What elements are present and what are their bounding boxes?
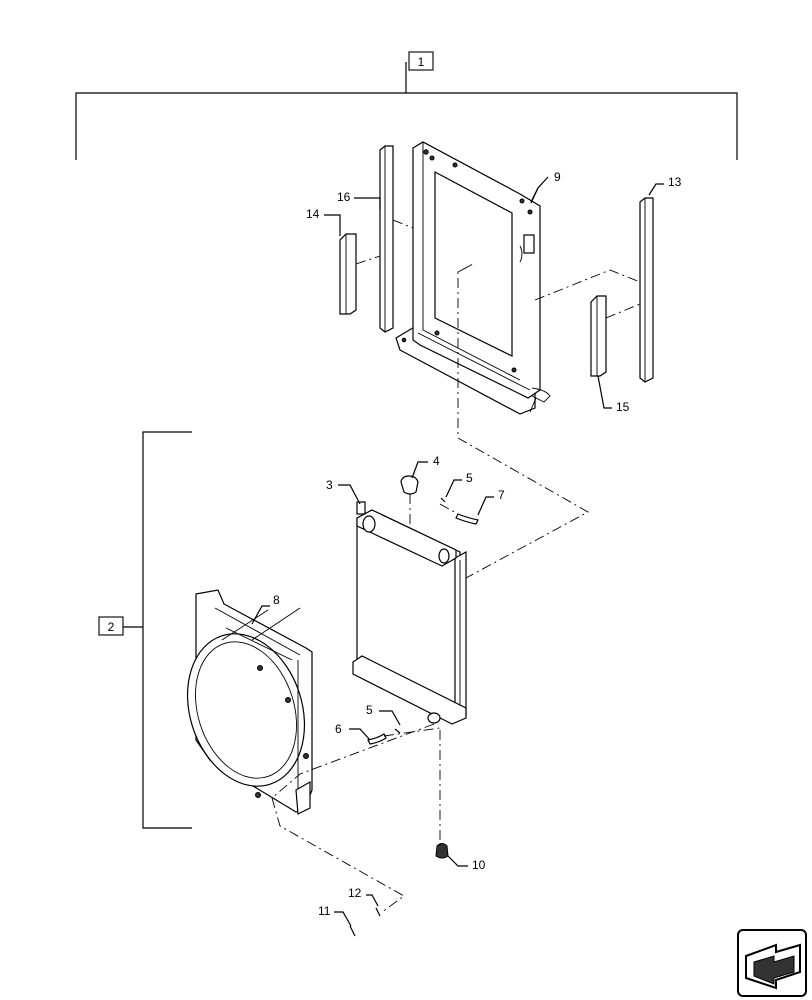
fan-shroud-part-8 — [186, 589, 313, 815]
assembly-2-bracket: 2 — [98, 431, 192, 829]
assembly-2-label-box — [98, 616, 124, 636]
assembly-1-brace — [75, 92, 738, 160]
assembly-1-label-box — [408, 51, 434, 71]
seal-strip-part-16 — [354, 145, 394, 333]
next-page-arrow-icon[interactable] — [737, 929, 807, 997]
callout-13: 13 — [668, 175, 682, 189]
fan-shroud-ring-inner — [195, 641, 297, 779]
clamp-5-bottom-body — [394, 728, 401, 734]
radiator-bottom-tank — [352, 655, 467, 725]
foam-block-14-body — [339, 233, 357, 315]
callout-6: 6 — [335, 722, 342, 736]
radiator-side-tank — [454, 550, 467, 724]
seal-strip-13-body — [639, 197, 654, 383]
hose-7-body — [455, 513, 479, 525]
clamp-part-5-top — [440, 479, 462, 503]
callout-14: 14 — [306, 207, 320, 221]
foam-block-part-15 — [590, 295, 612, 409]
radiator-tab — [356, 501, 366, 515]
frame-inner-edge — [422, 142, 521, 381]
fan-shroud-ring-outer — [186, 633, 306, 787]
frame-latch — [523, 234, 535, 254]
fan-shroud-foot — [295, 780, 311, 815]
callout-4: 4 — [433, 454, 440, 468]
seal-strip-part-13 — [639, 183, 664, 383]
callout-9: 9 — [554, 170, 561, 184]
bolt-part-11 — [334, 911, 356, 937]
assembly-1-label: 1 — [418, 55, 425, 69]
frame-cable — [519, 245, 523, 263]
frame-pin — [529, 387, 551, 413]
callout-8: 8 — [273, 593, 280, 607]
callout-5-top: 5 — [466, 471, 473, 485]
mounting-frame-part-9 — [395, 141, 551, 415]
nut-12-body — [375, 907, 381, 917]
radiator-top-tank — [356, 509, 457, 567]
foam-block-15-body — [590, 295, 607, 377]
callout-3: 3 — [326, 478, 333, 492]
callout-15: 15 — [616, 400, 630, 414]
callout-10: 10 — [472, 858, 486, 872]
frame-window — [434, 171, 513, 357]
radiator-cap-part-4 — [400, 461, 428, 495]
callout-5-bottom: 5 — [366, 703, 373, 717]
radiator-outlet — [438, 548, 450, 564]
callout-16: 16 — [337, 190, 351, 204]
radiator-part-3 — [338, 484, 467, 725]
assembly-1-bracket: 1 — [75, 51, 738, 160]
drain-hose-6-body — [367, 733, 387, 745]
callout-12: 12 — [348, 886, 362, 900]
drain-hose-part-6 — [349, 728, 387, 745]
nut-part-12 — [366, 894, 381, 917]
radiator-drain — [427, 712, 441, 724]
fitting-10-body — [435, 843, 449, 859]
clamp-part-5-bottom — [379, 710, 401, 734]
fitting-part-10 — [435, 843, 468, 867]
radiator-inlet — [362, 515, 376, 533]
assembly-2-label: 2 — [108, 620, 115, 634]
frame-lip — [417, 332, 531, 391]
seal-strip-16-body — [379, 145, 394, 333]
bolt-11-body — [349, 925, 356, 937]
radiator-cap-body — [400, 475, 419, 495]
callout-11: 11 — [318, 904, 331, 918]
foam-block-part-14 — [324, 214, 357, 315]
assembly-center-lines — [271, 219, 641, 913]
hose-part-7 — [455, 496, 494, 525]
assembly-2-brace — [142, 431, 192, 829]
callout-7: 7 — [498, 488, 505, 502]
clamp-5-top-body — [440, 497, 446, 503]
